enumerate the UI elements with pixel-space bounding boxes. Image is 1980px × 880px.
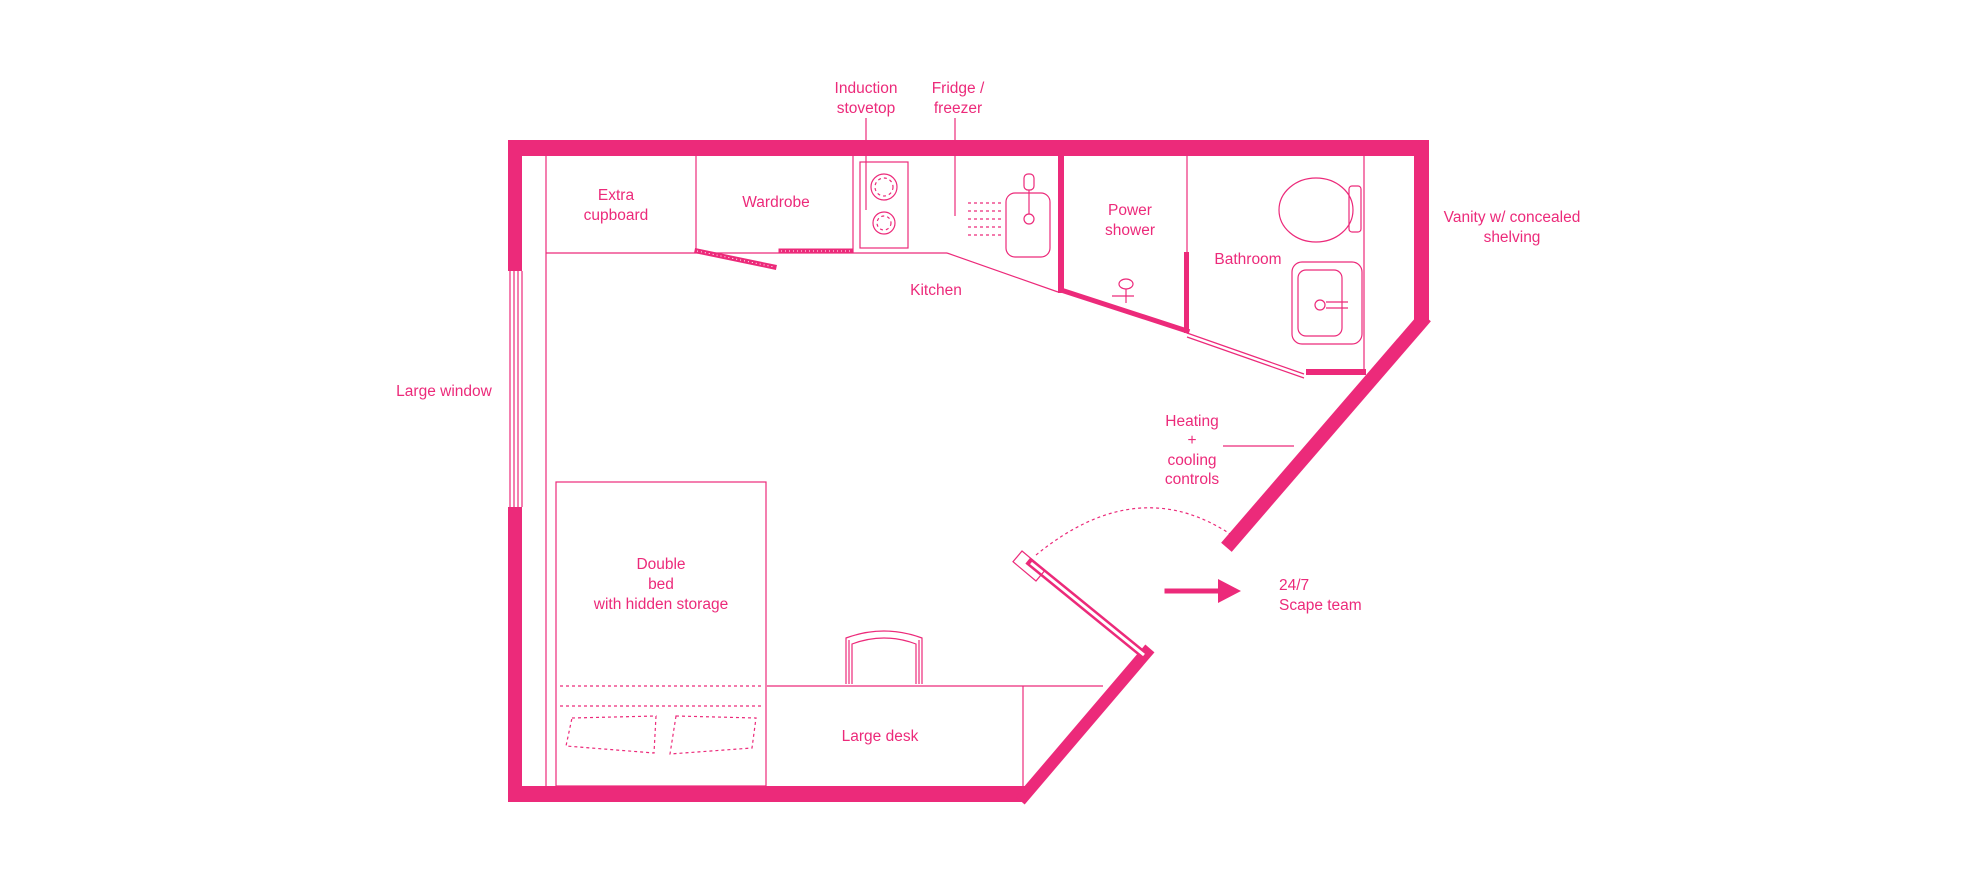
wardrobe-door-left — [694, 248, 777, 270]
stovetop-icon — [859, 161, 909, 249]
chair-icon — [845, 630, 923, 684]
right-diagonal-wall — [1221, 312, 1431, 552]
left-wall-upper — [508, 140, 522, 271]
top-wall — [508, 140, 1429, 156]
team-label: 24/7 — [1279, 577, 1309, 594]
pillow-icon — [565, 715, 657, 754]
shower-tap-icon — [1112, 278, 1134, 303]
storage-units — [546, 156, 1059, 293]
arrow-right-icon — [1164, 579, 1241, 603]
bottom-wall — [508, 786, 1027, 802]
bathroom-label: Bathroom — [1214, 251, 1281, 268]
shower-walls — [1057, 156, 1191, 335]
double-bed — [555, 481, 767, 787]
door-icon — [1012, 507, 1237, 661]
window — [509, 271, 523, 507]
induction-label-line2: stovetop — [837, 100, 896, 117]
desk-label: Large desk — [842, 728, 919, 745]
window-label: Large window — [396, 383, 492, 400]
right-wall — [1414, 140, 1429, 323]
bed-label: Double — [636, 556, 685, 573]
heating-label-line2: + — [1187, 432, 1196, 449]
shower-label-line2: shower — [1105, 222, 1155, 239]
outer-walls — [508, 140, 1431, 805]
induction-label: Induction — [835, 80, 898, 97]
wardrobe-label: Wardrobe — [742, 194, 809, 211]
left-wall-lower — [508, 507, 522, 802]
team-label-line2: Scape team — [1279, 597, 1362, 614]
heating-label-line4: controls — [1165, 471, 1220, 488]
toilet-icon — [1278, 177, 1362, 243]
heating-label-line3: cooling — [1167, 452, 1216, 469]
lower-diagonal-wall — [1015, 644, 1155, 805]
desk — [767, 685, 1103, 786]
pillow-icon — [669, 715, 757, 755]
kitchen-label: Kitchen — [910, 282, 962, 299]
bed-label-line2: bed — [648, 576, 674, 593]
extra-cupboard-label: Extra — [598, 187, 635, 204]
shower-label: Power — [1108, 202, 1152, 219]
vanity-label-line2: shelving — [1484, 229, 1541, 246]
bathroom-walls — [1186, 156, 1366, 379]
bed-label-line3: with hidden storage — [593, 596, 728, 613]
sink-icon — [1291, 261, 1363, 345]
extra-cupboard-label-line2: cupboard — [584, 207, 649, 224]
fridge-label-line2: freezer — [934, 100, 982, 117]
kitchen-sink-icon — [968, 173, 1051, 258]
fridge-label: Fridge / — [932, 80, 985, 97]
heating-label: Heating — [1165, 413, 1218, 430]
door-swing-arc — [1035, 507, 1237, 556]
vanity-label: Vanity w/ concealed — [1444, 209, 1581, 226]
